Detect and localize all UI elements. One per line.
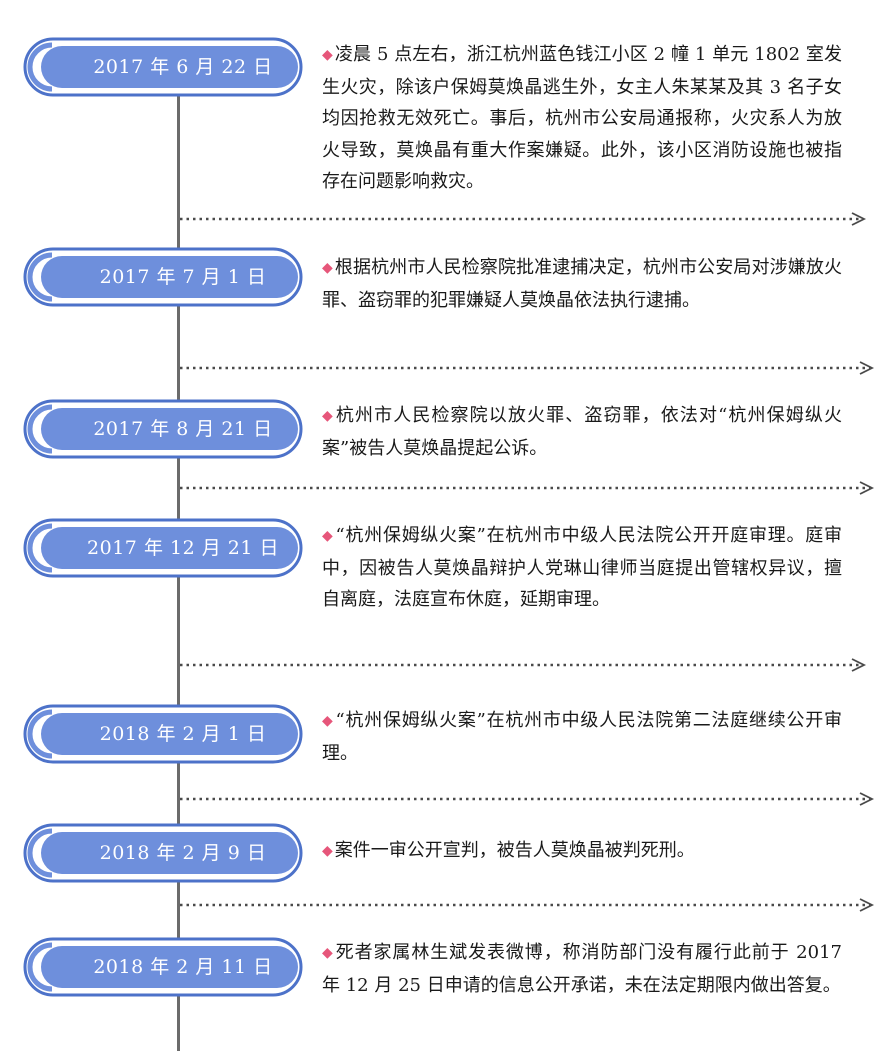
event-description: ◆死者家属林生斌发表微博，称消防部门没有履行此前于 2017 年 12 月 25… — [322, 937, 842, 1001]
event-date: 2018 年 2 月 9 日 — [99, 842, 267, 864]
event-date: 2017 年 7 月 1 日 — [99, 266, 267, 288]
dotted-arrow-icon — [180, 792, 875, 806]
dotted-arrow-icon — [180, 481, 875, 495]
date-badge: 2017 年 6 月 22 日 — [22, 36, 304, 98]
event-description: ◆凌晨 5 点左右，浙江杭州蓝色钱江小区 2 幢 1 单元 1802 室发生火灾… — [322, 39, 842, 198]
dotted-arrow-icon — [180, 898, 875, 912]
diamond-icon: ◆ — [322, 713, 334, 729]
dotted-arrow-icon — [180, 658, 867, 672]
date-badge: 2018 年 2 月 1 日 — [22, 703, 304, 765]
event-text: 凌晨 5 点左右，浙江杭州蓝色钱江小区 2 幢 1 单元 1802 室发生火灾，… — [322, 44, 842, 192]
event-date: 2017 年 8 月 21 日 — [93, 418, 273, 440]
diamond-icon: ◆ — [322, 260, 333, 276]
diamond-icon: ◆ — [322, 945, 334, 961]
diamond-icon: ◆ — [322, 528, 334, 544]
event-date: 2018 年 2 月 11 日 — [93, 956, 273, 978]
event-date: 2018 年 2 月 1 日 — [99, 723, 267, 745]
date-badge: 2017 年 8 月 21 日 — [22, 398, 304, 460]
event-text: 死者家属林生斌发表微博，称消防部门没有履行此前于 2017 年 12 月 25 … — [322, 942, 842, 996]
date-badge: 2017 年 12 月 21 日 — [22, 517, 304, 579]
event-date: 2017 年 6 月 22 日 — [93, 56, 273, 78]
event-description: ◆案件一审公开宣判，被告人莫焕晶被判死刑。 — [322, 835, 842, 868]
event-text: “杭州保姆纵火案”在杭州市中级人民法院公开开庭审理。庭审中，因被告人莫焕晶辩护人… — [322, 525, 842, 610]
date-badge: 2018 年 2 月 11 日 — [22, 936, 304, 998]
event-date: 2017 年 12 月 21 日 — [87, 537, 279, 559]
event-description: ◆根据杭州市人民检察院批准逮捕决定，杭州市公安局对涉嫌放火罪、盗窃罪的犯罪嫌疑人… — [322, 252, 842, 316]
event-description: ◆“杭州保姆纵火案”在杭州市中级人民法院公开开庭审理。庭审中，因被告人莫焕晶辩护… — [322, 520, 842, 616]
event-text: 案件一审公开宣判，被告人莫焕晶被判死刑。 — [334, 840, 695, 861]
event-text: 根据杭州市人民检察院批准逮捕决定，杭州市公安局对涉嫌放火罪、盗窃罪的犯罪嫌疑人莫… — [322, 257, 842, 311]
dotted-arrow-icon — [180, 361, 875, 375]
date-badge: 2017 年 7 月 1 日 — [22, 246, 304, 308]
diamond-icon: ◆ — [322, 47, 333, 63]
event-text: “杭州保姆纵火案”在杭州市中级人民法院第二法庭继续公开审理。 — [322, 710, 842, 764]
event-description: ◆“杭州保姆纵火案”在杭州市中级人民法院第二法庭继续公开审理。 — [322, 705, 842, 769]
diamond-icon: ◆ — [322, 408, 334, 424]
diamond-icon: ◆ — [322, 843, 333, 859]
event-description: ◆杭州市人民检察院以放火罪、盗窃罪，依法对“杭州保姆纵火案”被告人莫焕晶提起公诉… — [322, 400, 842, 464]
event-text: 杭州市人民检察院以放火罪、盗窃罪，依法对“杭州保姆纵火案”被告人莫焕晶提起公诉。 — [322, 405, 842, 459]
date-badge: 2018 年 2 月 9 日 — [22, 822, 304, 884]
dotted-arrow-icon — [180, 212, 867, 226]
